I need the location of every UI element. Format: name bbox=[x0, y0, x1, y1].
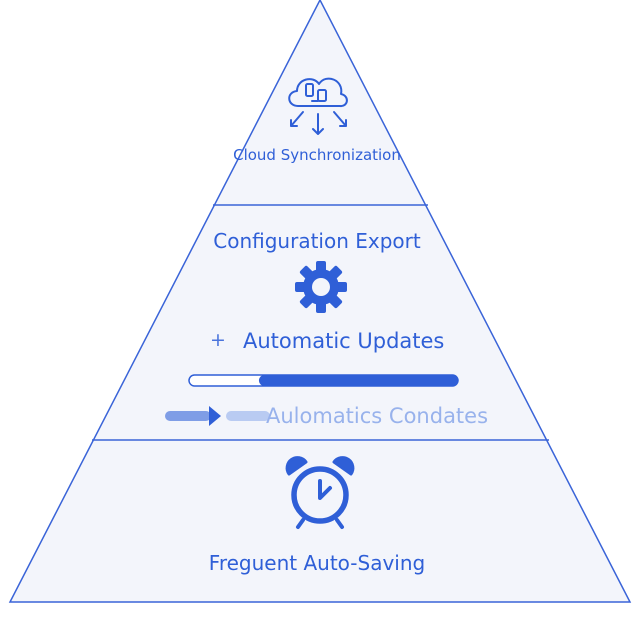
progress-fill bbox=[258, 375, 458, 386]
plus-icon: + bbox=[210, 329, 226, 351]
ghost-arrow bbox=[165, 406, 270, 426]
cloud-sync-label: Cloud Synchronization bbox=[233, 146, 401, 164]
cloud-sync-icon bbox=[288, 77, 348, 135]
gear-icon bbox=[295, 261, 347, 313]
ghost-label: Aulomatics Condates bbox=[266, 404, 489, 428]
auto-saving-label: Freguent Auto-Saving bbox=[208, 551, 426, 575]
alarm-clock-icon bbox=[285, 456, 355, 529]
progress-bar bbox=[188, 374, 459, 387]
config-export-title: Configuration Export bbox=[213, 229, 421, 253]
automatic-updates-label: Automatic Updates bbox=[243, 329, 445, 353]
